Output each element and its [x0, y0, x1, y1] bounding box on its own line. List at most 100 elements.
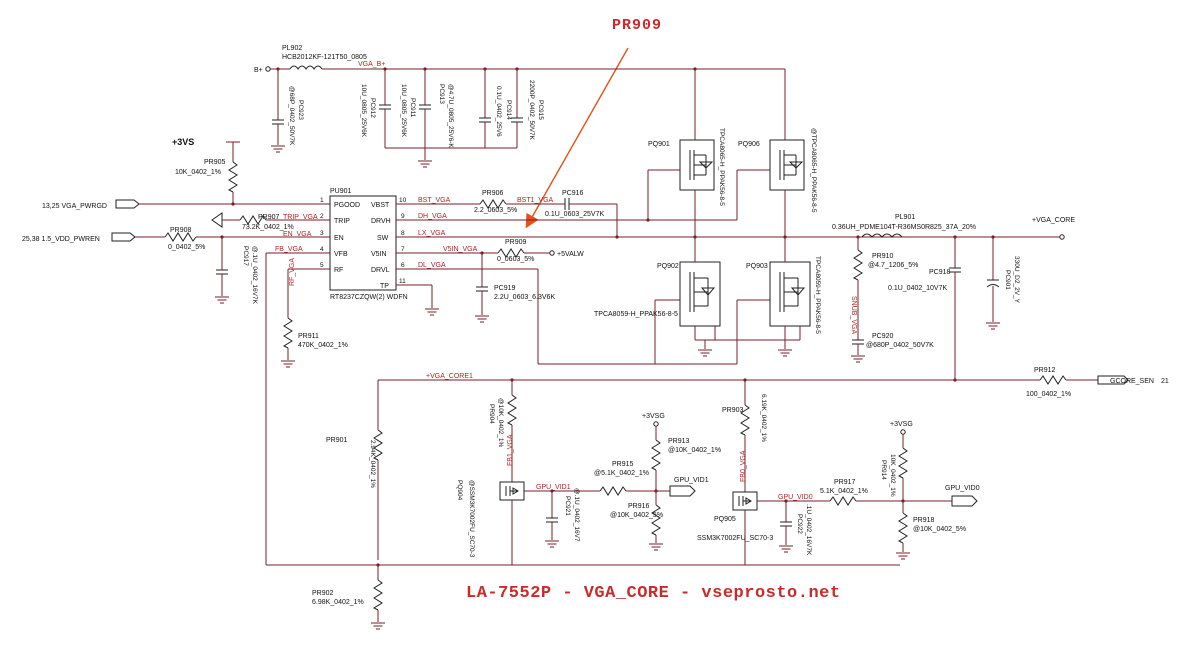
pr904-resistor — [506, 394, 517, 426]
svg-text:10: 10 — [399, 197, 407, 204]
net-fb1-vga: FB1_VGA — [507, 434, 514, 466]
pr902-value: 6.98K_0402_1% — [312, 599, 364, 606]
pc920-ref: PC920 — [872, 333, 894, 340]
pr907-value: 73.2K_0402_1% — [242, 224, 294, 231]
svg-text:5: 5 — [320, 262, 324, 269]
pq901-value: TPCA8065-H_PPAK56-8-5 — [718, 128, 725, 206]
pl901-inductor — [861, 233, 903, 238]
net-en-vga: EN_VGA — [283, 231, 312, 238]
pc923-value: @68P_0402_50V7K — [288, 86, 295, 146]
pr914-value: 10K_0402_1% — [889, 454, 896, 497]
pr912-value: 100_0402_1% — [1026, 391, 1071, 398]
pq902-mosfet — [679, 237, 800, 341]
pr901-ref: PR901 — [326, 437, 348, 444]
pr903-resistor — [739, 404, 750, 436]
pq905-value: SSM3K7002FU_SC70-3 — [697, 535, 773, 542]
pc911-ref: PC911 — [409, 98, 416, 118]
port-gpu-vid0-label: GPU_VID0 — [945, 485, 980, 492]
port-pwren[interactable] — [111, 232, 136, 242]
pc913-value: @4.7U_0805_25V6-K — [447, 84, 454, 148]
rail-5valw: +5VALW — [557, 251, 584, 258]
pr902-ref: PR902 — [312, 590, 334, 597]
pr917-ref: PR917 — [834, 479, 856, 486]
pc917-ref: PC917 — [242, 246, 249, 266]
svg-text:DRVH: DRVH — [371, 218, 391, 225]
pc922-value: .1U_0402_16V7K — [805, 504, 812, 556]
pr912-resistor — [1039, 375, 1067, 385]
pr907-ref: PR907 — [258, 214, 280, 221]
pr911-value: 470K_0402_1% — [298, 342, 348, 349]
pr918-value: @10K_0402_5% — [913, 526, 966, 533]
pc918-ref: PC918 — [929, 269, 951, 276]
rail-3vsg-2: +3VSG — [890, 421, 913, 428]
svg-text:3: 3 — [320, 230, 324, 237]
pr913-resistor — [650, 439, 661, 471]
svg-text:PGOOD: PGOOD — [334, 202, 360, 209]
pr915-ref: PR915 — [612, 461, 634, 468]
svg-text:1: 1 — [320, 197, 324, 204]
pr918-resistor — [897, 512, 908, 544]
port-gcore-sen-label: GCORE_SEN — [1110, 378, 1154, 385]
highlight-label: PR909 — [612, 17, 662, 34]
pc916-ref: PC916 — [562, 190, 584, 197]
pu901-ic — [329, 195, 397, 291]
pq904-mosfet — [499, 481, 525, 501]
pr908-ref: PR908 — [170, 227, 192, 234]
pr909-ref: PR909 — [505, 239, 527, 246]
port-gpu-vid1[interactable] — [669, 485, 696, 497]
pc915-value: 2200P_0402_50V7K — [528, 80, 535, 141]
net-vga-b: VGA_B+ — [358, 61, 385, 68]
pq903-value: TPCA8059-H_PPAK56-8-5 — [814, 256, 821, 334]
svg-text:4: 4 — [320, 246, 324, 253]
pr907-resistor — [239, 215, 267, 225]
net-bst1-vga: BST1_VGA — [517, 197, 554, 204]
port-gcore-num: 21 — [1161, 378, 1169, 385]
pc921-ref: PC921 — [564, 496, 571, 516]
svg-text:EN: EN — [334, 235, 344, 242]
pc916-value: 0.1U_0603_25V7K — [545, 211, 604, 218]
pr908-resistor — [164, 232, 197, 242]
pq906-mosfet — [769, 130, 805, 237]
pq906-ref: PQ906 — [738, 141, 760, 148]
pr912-ref: PR912 — [1034, 367, 1056, 374]
pr905-ref: PR905 — [204, 159, 226, 166]
pc911-value: 10U_0805_25V6K — [400, 84, 407, 138]
pr902-resistor — [372, 579, 383, 611]
pr918-ref: PR918 — [913, 517, 935, 524]
pu901-ref: PU901 — [330, 188, 352, 195]
pc923-ref: PC923 — [297, 100, 304, 120]
net-bst-vga: BST_VGA — [418, 197, 451, 204]
bplus-label: B+ — [254, 67, 263, 74]
port-pwrgd[interactable] — [115, 199, 140, 209]
svg-text:DRVL: DRVL — [371, 267, 390, 274]
pr906-ref: PR906 — [482, 190, 504, 197]
pq904-ref: PQ904 — [456, 480, 463, 501]
trip-ground — [211, 212, 223, 228]
pl902-value: HCB2012KF-121T50_0805 — [282, 54, 367, 61]
pq903-ref: PQ903 — [746, 263, 768, 270]
pr911-resistor — [282, 317, 293, 349]
net-fb-vga: FB_VGA — [275, 246, 303, 253]
svg-text:VBST: VBST — [371, 202, 390, 209]
pc901-value: 330U_D2_2V_Y — [1013, 256, 1020, 304]
net-snub-vga: SNUB_VGA — [850, 296, 857, 334]
pr903-value: 6.19K_0402_1% — [760, 394, 767, 442]
pr916-ref: PR916 — [628, 503, 650, 510]
port-gcore-sen[interactable] — [1097, 375, 1129, 385]
rail-vga-core1: +VGA_CORE1 — [426, 373, 473, 380]
pl901-ref: PL901 — [895, 214, 915, 221]
port-gpu-vid0[interactable] — [951, 495, 978, 507]
pr916-resistor — [650, 504, 661, 536]
pq906-value: @TPCA8065-H_PPAK56-8-5 — [810, 128, 817, 213]
pq902-value: TPCA8059-H_PPAK56-8-5 — [594, 311, 678, 318]
pc915-ref: PC915 — [537, 100, 544, 120]
highlight-arrow — [525, 47, 629, 229]
pr903-ref: PR903 — [722, 407, 744, 414]
pr915-value: @5.1K_0402_1% — [594, 470, 649, 477]
pr914-ref: PR914 — [880, 460, 887, 480]
pr901-resistor — [372, 429, 383, 461]
pr906-value: 2.2_0603_5% — [474, 207, 517, 214]
svg-text:2: 2 — [320, 213, 324, 220]
